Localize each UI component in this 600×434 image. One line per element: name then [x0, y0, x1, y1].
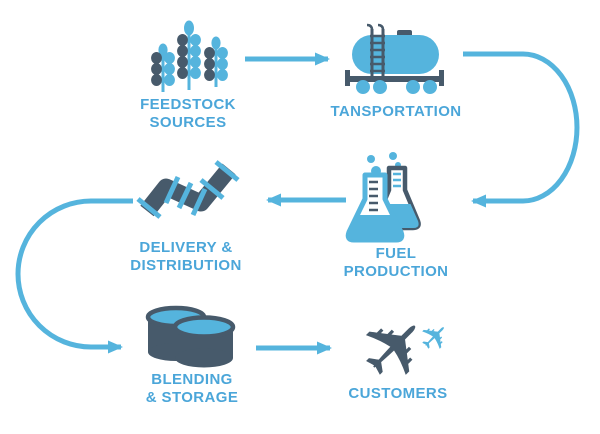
wheat-stalks-icon — [151, 20, 228, 92]
transportation-label: TANSPORTATION — [330, 103, 462, 120]
delivery-distribution-label: DELIVERY & DISTRIBUTION — [130, 239, 242, 275]
arrow-transportation-to-fuel-production — [463, 51, 580, 208]
customers-label: CUSTOMERS — [348, 385, 448, 402]
rail-tank-car-icon — [345, 23, 444, 94]
blending-storage-label: BLENDING & STORAGE — [145, 371, 239, 407]
fuel-production-label: FUEL PRODUCTION — [343, 245, 449, 281]
storage-tanks-icon — [145, 305, 236, 368]
chemistry-flasks-icon — [345, 152, 421, 243]
feedstock-sources-label: FEEDSTOCK SOURCES — [140, 96, 236, 132]
arrow-delivery-to-blending — [15, 198, 133, 354]
pipeline-icon — [136, 160, 240, 219]
